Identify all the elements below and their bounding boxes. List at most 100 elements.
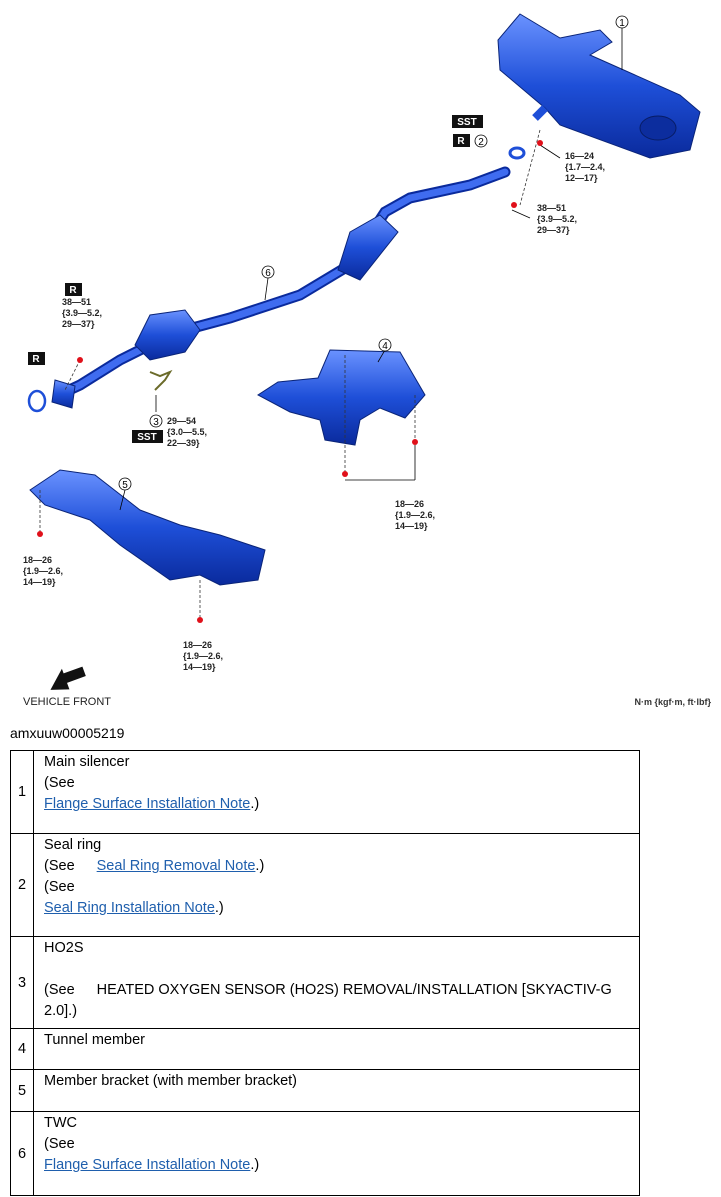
table-row: 6 TWC (See Flange Surface Installation N… (10, 1111, 640, 1196)
svg-text:4: 4 (382, 341, 388, 352)
svg-text:R: R (32, 354, 40, 365)
callout-4: 4 (378, 338, 392, 352)
vehicle-front-arrow (50, 666, 86, 690)
svg-text:14—19}: 14—19} (395, 521, 428, 531)
seal-ring-removal-note-link[interactable]: Seal Ring Removal Note (96, 858, 256, 874)
callout-2: 2 (474, 134, 488, 148)
row-content: Main silencer (See Flange Surface Instal… (33, 750, 640, 834)
row-number: 6 (10, 1111, 34, 1196)
resonator (337, 214, 399, 281)
sst-tag-top: SST (452, 115, 483, 128)
link-tail: .) (255, 858, 265, 874)
link-tail: .) (214, 900, 224, 916)
table-row: 4 Tunnel member (10, 1028, 640, 1070)
units-label: N·m {kgf·m, ft·lbf} (635, 697, 712, 707)
svg-text:2: 2 (478, 137, 484, 148)
svg-text:16—24: 16—24 (565, 151, 594, 161)
row-content: TWC (See Flange Surface Installation Not… (33, 1111, 640, 1196)
twc-body (134, 309, 201, 361)
part-name: TWC (44, 1115, 78, 1131)
callout-3: 3 (149, 414, 163, 428)
svg-text:R: R (457, 136, 465, 147)
svg-text:{1.9—2.6,: {1.9—2.6, (395, 510, 435, 520)
ho2s-reference: HEATED OXYGEN SENSOR (HO2S) REMOVAL/INST… (44, 982, 612, 1019)
exhaust-system-diagram: 1 2 3 4 5 6 SST R R R SST 16—24 {1.7—2.4… (23, 13, 712, 708)
svg-text:18—26: 18—26 (23, 555, 52, 565)
torque-label-4: 29—54 {3.0—5.5, 22—39} (167, 416, 207, 448)
member-bracket (29, 469, 266, 586)
flange-surface-installation-note-link[interactable]: Flange Surface Installation Note (44, 796, 251, 812)
svg-text:3: 3 (153, 417, 159, 428)
row-number: 5 (10, 1069, 34, 1112)
torque-label-2: 38—51 {3.9—5.2, 29—37} (537, 203, 577, 235)
torque-label-5: 18—26 {1.9—2.6, 14—19} (395, 499, 435, 531)
svg-text:38—51: 38—51 (62, 297, 91, 307)
part-name: Seal ring (44, 837, 102, 853)
part-name: Member bracket (with member bracket) (33, 1069, 640, 1112)
callout-1: 1 (615, 15, 629, 29)
svg-text:38—51: 38—51 (537, 203, 566, 213)
see-text: (See (44, 775, 75, 791)
see-text: (See (44, 982, 75, 998)
svg-text:{1.9—2.6,: {1.9—2.6, (23, 566, 63, 576)
svg-text:{3.9—5.2,: {3.9—5.2, (537, 214, 577, 224)
seal-ring-2 (508, 146, 526, 160)
svg-text:18—26: 18—26 (183, 640, 212, 650)
link-tail: .) (250, 1157, 260, 1173)
ho2s-sensor (149, 369, 173, 391)
svg-text:29—54: 29—54 (167, 416, 196, 426)
svg-text:{1.7—2.4,: {1.7—2.4, (565, 162, 605, 172)
callout-6: 6 (261, 265, 275, 279)
svg-text:SST: SST (457, 117, 476, 128)
table-row: 1 Main silencer (See Flange Surface Inst… (10, 750, 640, 834)
table-row: 5 Member bracket (with member bracket) (10, 1069, 640, 1112)
r-tag-left: R (65, 283, 82, 296)
seal-ring-front (27, 389, 47, 413)
svg-text:R: R (69, 285, 77, 296)
svg-text:{3.0—5.5,: {3.0—5.5, (167, 427, 207, 437)
svg-text:5: 5 (122, 480, 128, 491)
row-content: Seal ring (See Seal Ring Removal Note.) (… (33, 833, 640, 937)
sst-tag-ho2s: SST (132, 430, 163, 443)
exhaust-pipe-6 (59, 166, 511, 398)
svg-text:29—37}: 29—37} (62, 319, 95, 329)
torque-label-3: 38—51 {3.9—5.2, 29—37} (62, 297, 102, 329)
svg-text:{3.9—5.2,: {3.9—5.2, (62, 308, 102, 318)
svg-text:14—19}: 14—19} (183, 662, 216, 672)
figure-id: amxuuw00005219 (10, 725, 125, 741)
svg-text:29—37}: 29—37} (537, 225, 570, 235)
row-number: 2 (10, 833, 34, 937)
row-number: 4 (10, 1028, 34, 1070)
seal-ring-installation-note-link[interactable]: Seal Ring Installation Note (44, 900, 215, 916)
main-silencer (497, 13, 701, 159)
svg-text:SST: SST (137, 432, 156, 443)
link-tail: .) (250, 796, 260, 812)
tunnel-member (257, 349, 426, 446)
see-text: (See (44, 858, 75, 874)
parts-table: 1 Main silencer (See Flange Surface Inst… (10, 750, 640, 1196)
see-text: (See (44, 1136, 75, 1152)
part-name: Main silencer (44, 754, 130, 770)
svg-text:18—26: 18—26 (395, 499, 424, 509)
svg-text:{1.9—2.6,: {1.9—2.6, (183, 651, 223, 661)
svg-text:6: 6 (265, 268, 271, 279)
torque-label-1: 16—24 {1.7—2.4, 12—17} (565, 151, 605, 183)
part-name: HO2S (44, 940, 84, 956)
svg-text:14—19}: 14—19} (23, 577, 56, 587)
r-tag-top: R (453, 134, 470, 147)
callout-5: 5 (118, 477, 132, 491)
vehicle-front-label: VEHICLE FRONT (23, 696, 111, 708)
svg-text:1: 1 (619, 18, 625, 29)
torque-label-6: 18—26 {1.9—2.6, 14—19} (23, 555, 63, 587)
see-text: (See (44, 879, 75, 895)
table-row: 2 Seal ring (See Seal Ring Removal Note.)… (10, 833, 640, 937)
row-number: 3 (10, 936, 34, 1029)
flange-surface-installation-note-link[interactable]: Flange Surface Installation Note (44, 1157, 251, 1173)
part-name: Tunnel member (33, 1028, 640, 1070)
svg-text:22—39}: 22—39} (167, 438, 200, 448)
torque-label-7: 18—26 {1.9—2.6, 14—19} (183, 640, 223, 672)
svg-text:12—17}: 12—17} (565, 173, 598, 183)
r-tag-ring: R (28, 352, 45, 365)
